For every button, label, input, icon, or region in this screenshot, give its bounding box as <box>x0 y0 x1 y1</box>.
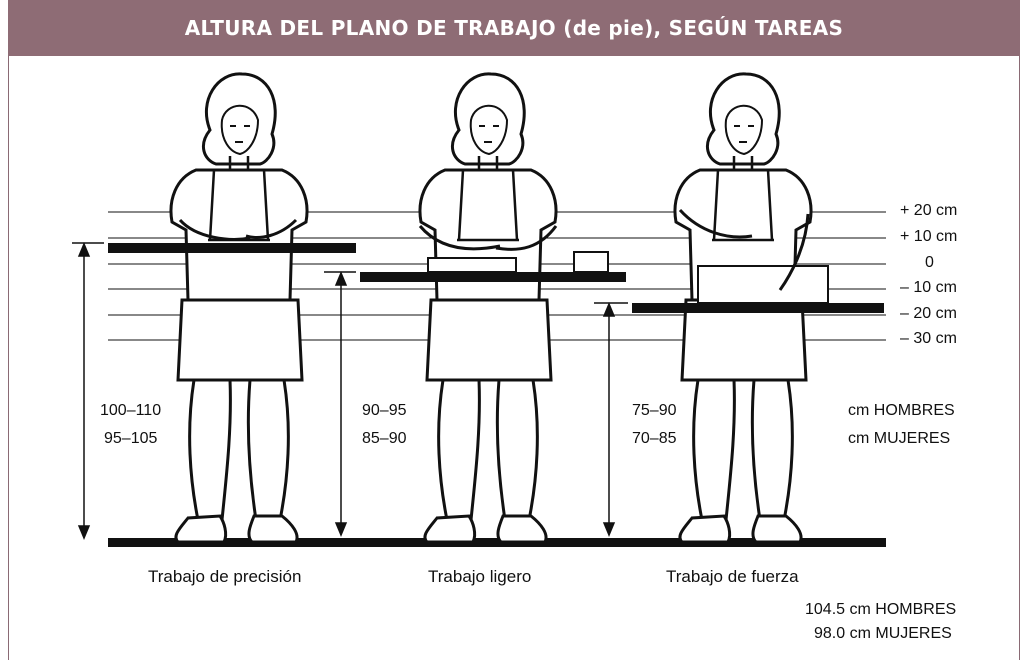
woman-figure-light <box>418 72 558 544</box>
floor-line <box>108 538 886 547</box>
small-box <box>573 251 609 273</box>
heavy-work-object <box>697 265 829 304</box>
height-mujeres-light: 85–90 <box>362 430 407 447</box>
offset-label: – 30 cm <box>900 330 957 347</box>
caption-light: Trabajo ligero <box>428 567 532 586</box>
figure-title: ALTURA DEL PLANO DE TRABAJO (de pie), SE… <box>184 16 844 40</box>
dimension-arrow-precision <box>72 242 104 540</box>
height-hombres-light: 90–95 <box>362 402 407 419</box>
offset-label: + 20 cm <box>900 202 958 219</box>
offset-label: – 20 cm <box>900 305 957 322</box>
work-surface-heavy <box>632 303 884 313</box>
work-surface-light <box>360 272 626 282</box>
dimension-arrow-light <box>324 271 356 537</box>
caption-precision: Trabajo de precisión <box>148 567 302 586</box>
woman-figure-precision <box>169 72 309 544</box>
light-work-object <box>427 257 517 273</box>
height-hombres-heavy: 75–90 <box>632 402 677 419</box>
offset-label: 0 <box>925 254 934 271</box>
figure-frame <box>8 0 1020 660</box>
height-mujeres-heavy: 70–85 <box>632 430 677 447</box>
caption-heavy: Trabajo de fuerza <box>666 567 799 586</box>
dimension-arrow-heavy <box>594 302 628 537</box>
offset-label: – 10 cm <box>900 279 957 296</box>
legend-mujeres: cm MUJERES <box>848 430 951 447</box>
title-bar: ALTURA DEL PLANO DE TRABAJO (de pie), SE… <box>8 0 1020 56</box>
offset-label: + 10 cm <box>900 228 958 245</box>
work-surface-precision <box>108 243 356 253</box>
elbow-height-mujeres: 98.0 cm MUJERES <box>814 625 952 642</box>
legend-hombres: cm HOMBRES <box>848 402 955 419</box>
height-mujeres-precision: 95–105 <box>104 430 158 447</box>
elbow-height-hombres: 104.5 cm HOMBRES <box>805 601 957 618</box>
height-hombres-precision: 100–110 <box>100 402 162 419</box>
